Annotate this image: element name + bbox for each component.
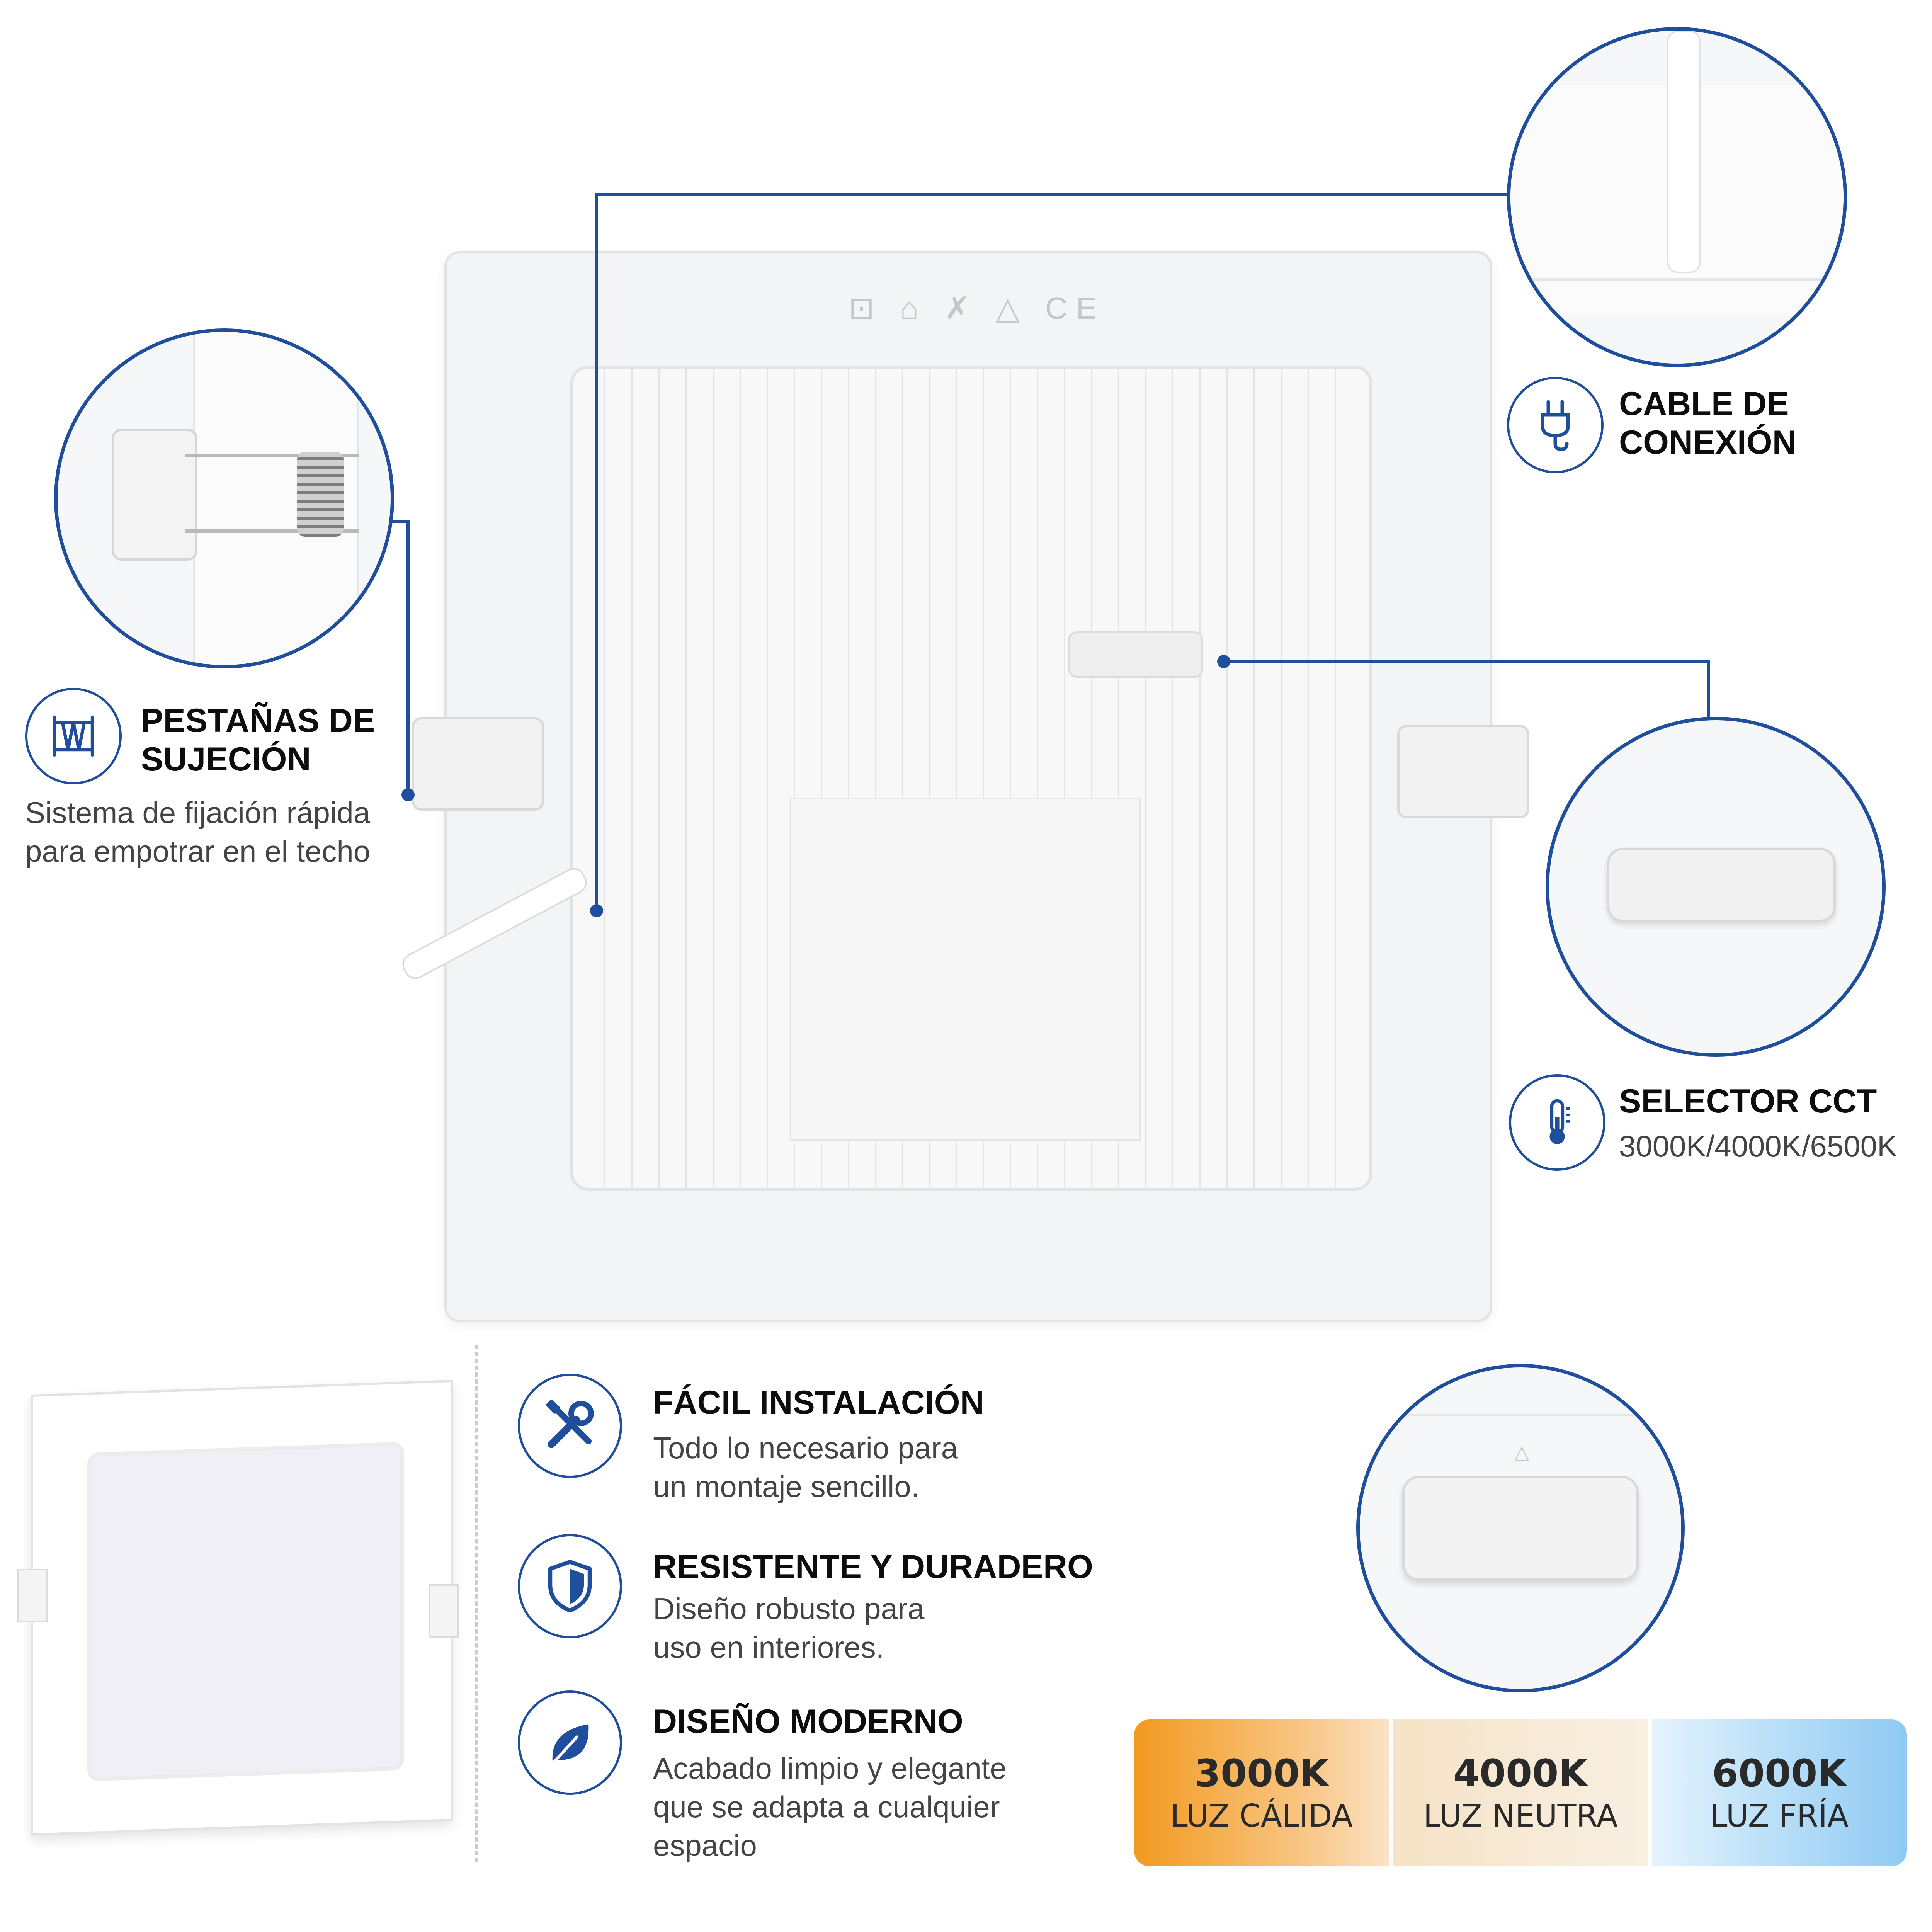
- feature-3-desc-1: Acabado limpio y elegante: [653, 1751, 1007, 1785]
- spring-icon: [25, 688, 122, 784]
- cct-cold-label: LUZ FRÍA: [1710, 1798, 1849, 1834]
- product-back-view: ⊡ ⌂ ✗ △ CE: [398, 251, 1529, 1322]
- cable-title-line-1: CABLE DE: [1619, 385, 1789, 422]
- product-front-view: [31, 1379, 453, 1836]
- cct-warm-label: LUZ CÁLIDA: [1170, 1798, 1353, 1834]
- cable-zoom-circle: [1507, 27, 1847, 367]
- selector-zoom-circle: [1546, 717, 1886, 1057]
- feature-2-title: RESISTENTE Y DURADERO: [653, 1548, 1093, 1585]
- cct-option-neutral: 4000K LUZ NEUTRA: [1393, 1719, 1648, 1866]
- right-spring-clip: [1397, 725, 1529, 818]
- leaf-icon: [518, 1690, 622, 1795]
- cable-pointer-dot: [590, 904, 603, 917]
- feature-3-title: DISEÑO MODERNO: [653, 1703, 963, 1740]
- feature-2-desc-2: uso en interiores.: [653, 1630, 884, 1664]
- cct-option-warm: 3000K LUZ CÁLIDA: [1134, 1719, 1389, 1866]
- clips-title-line-1: PESTAÑAS DE: [141, 702, 375, 739]
- label-plate: [790, 798, 1141, 1141]
- selector-closeup-circle: △: [1356, 1364, 1685, 1692]
- power-cable: [398, 864, 591, 983]
- section-divider: [475, 1345, 478, 1862]
- feature-2-desc-1: Diseño robusto para: [653, 1592, 925, 1626]
- tools-icon: [518, 1374, 622, 1478]
- feature-1-desc-1: Todo lo necesario para: [653, 1431, 958, 1465]
- driver-housing: [570, 366, 1372, 1191]
- cct-option-cold: 6000K LUZ FRÍA: [1652, 1719, 1907, 1866]
- feature-3-desc-3: espacio: [653, 1828, 757, 1862]
- front-right-clip: [429, 1584, 459, 1638]
- cct-warm-value: 3000K: [1194, 1752, 1329, 1796]
- diffuser-panel: [87, 1442, 404, 1781]
- plug-icon: [1507, 377, 1604, 473]
- shield-icon: [518, 1534, 622, 1638]
- cct-cold-value: 6000K: [1712, 1752, 1847, 1796]
- feature-3-desc-2: que se adapta a cualquier: [653, 1790, 1000, 1824]
- thermometer-icon: [1509, 1074, 1605, 1171]
- feature-1-title: FÁCIL INSTALACIÓN: [653, 1384, 984, 1421]
- left-spring-clip: [412, 717, 544, 811]
- clips-desc-line-1: Sistema de fijación rápida: [25, 796, 371, 830]
- cct-neutral-label: LUZ NEUTRA: [1423, 1798, 1618, 1834]
- front-left-clip: [17, 1569, 48, 1622]
- cct-selector-switch[interactable]: [1068, 631, 1203, 678]
- cct-desc: 3000K/4000K/6500K: [1619, 1129, 1897, 1163]
- clip-pointer-dot: [401, 788, 415, 801]
- certification-marks: ⊡ ⌂ ✗ △ CE: [849, 291, 1105, 325]
- clips-desc-line-2: para empotrar en el techo: [25, 834, 371, 868]
- clips-title-line-2: SUJECIÓN: [141, 741, 311, 778]
- feature-1-desc-2: un montaje sencillo.: [653, 1469, 920, 1503]
- cct-title: SELECTOR CCT: [1619, 1083, 1877, 1120]
- clip-zoom-circle: [54, 328, 394, 668]
- cct-neutral-value: 4000K: [1453, 1752, 1588, 1796]
- cable-title-line-2: CONEXIÓN: [1619, 424, 1796, 461]
